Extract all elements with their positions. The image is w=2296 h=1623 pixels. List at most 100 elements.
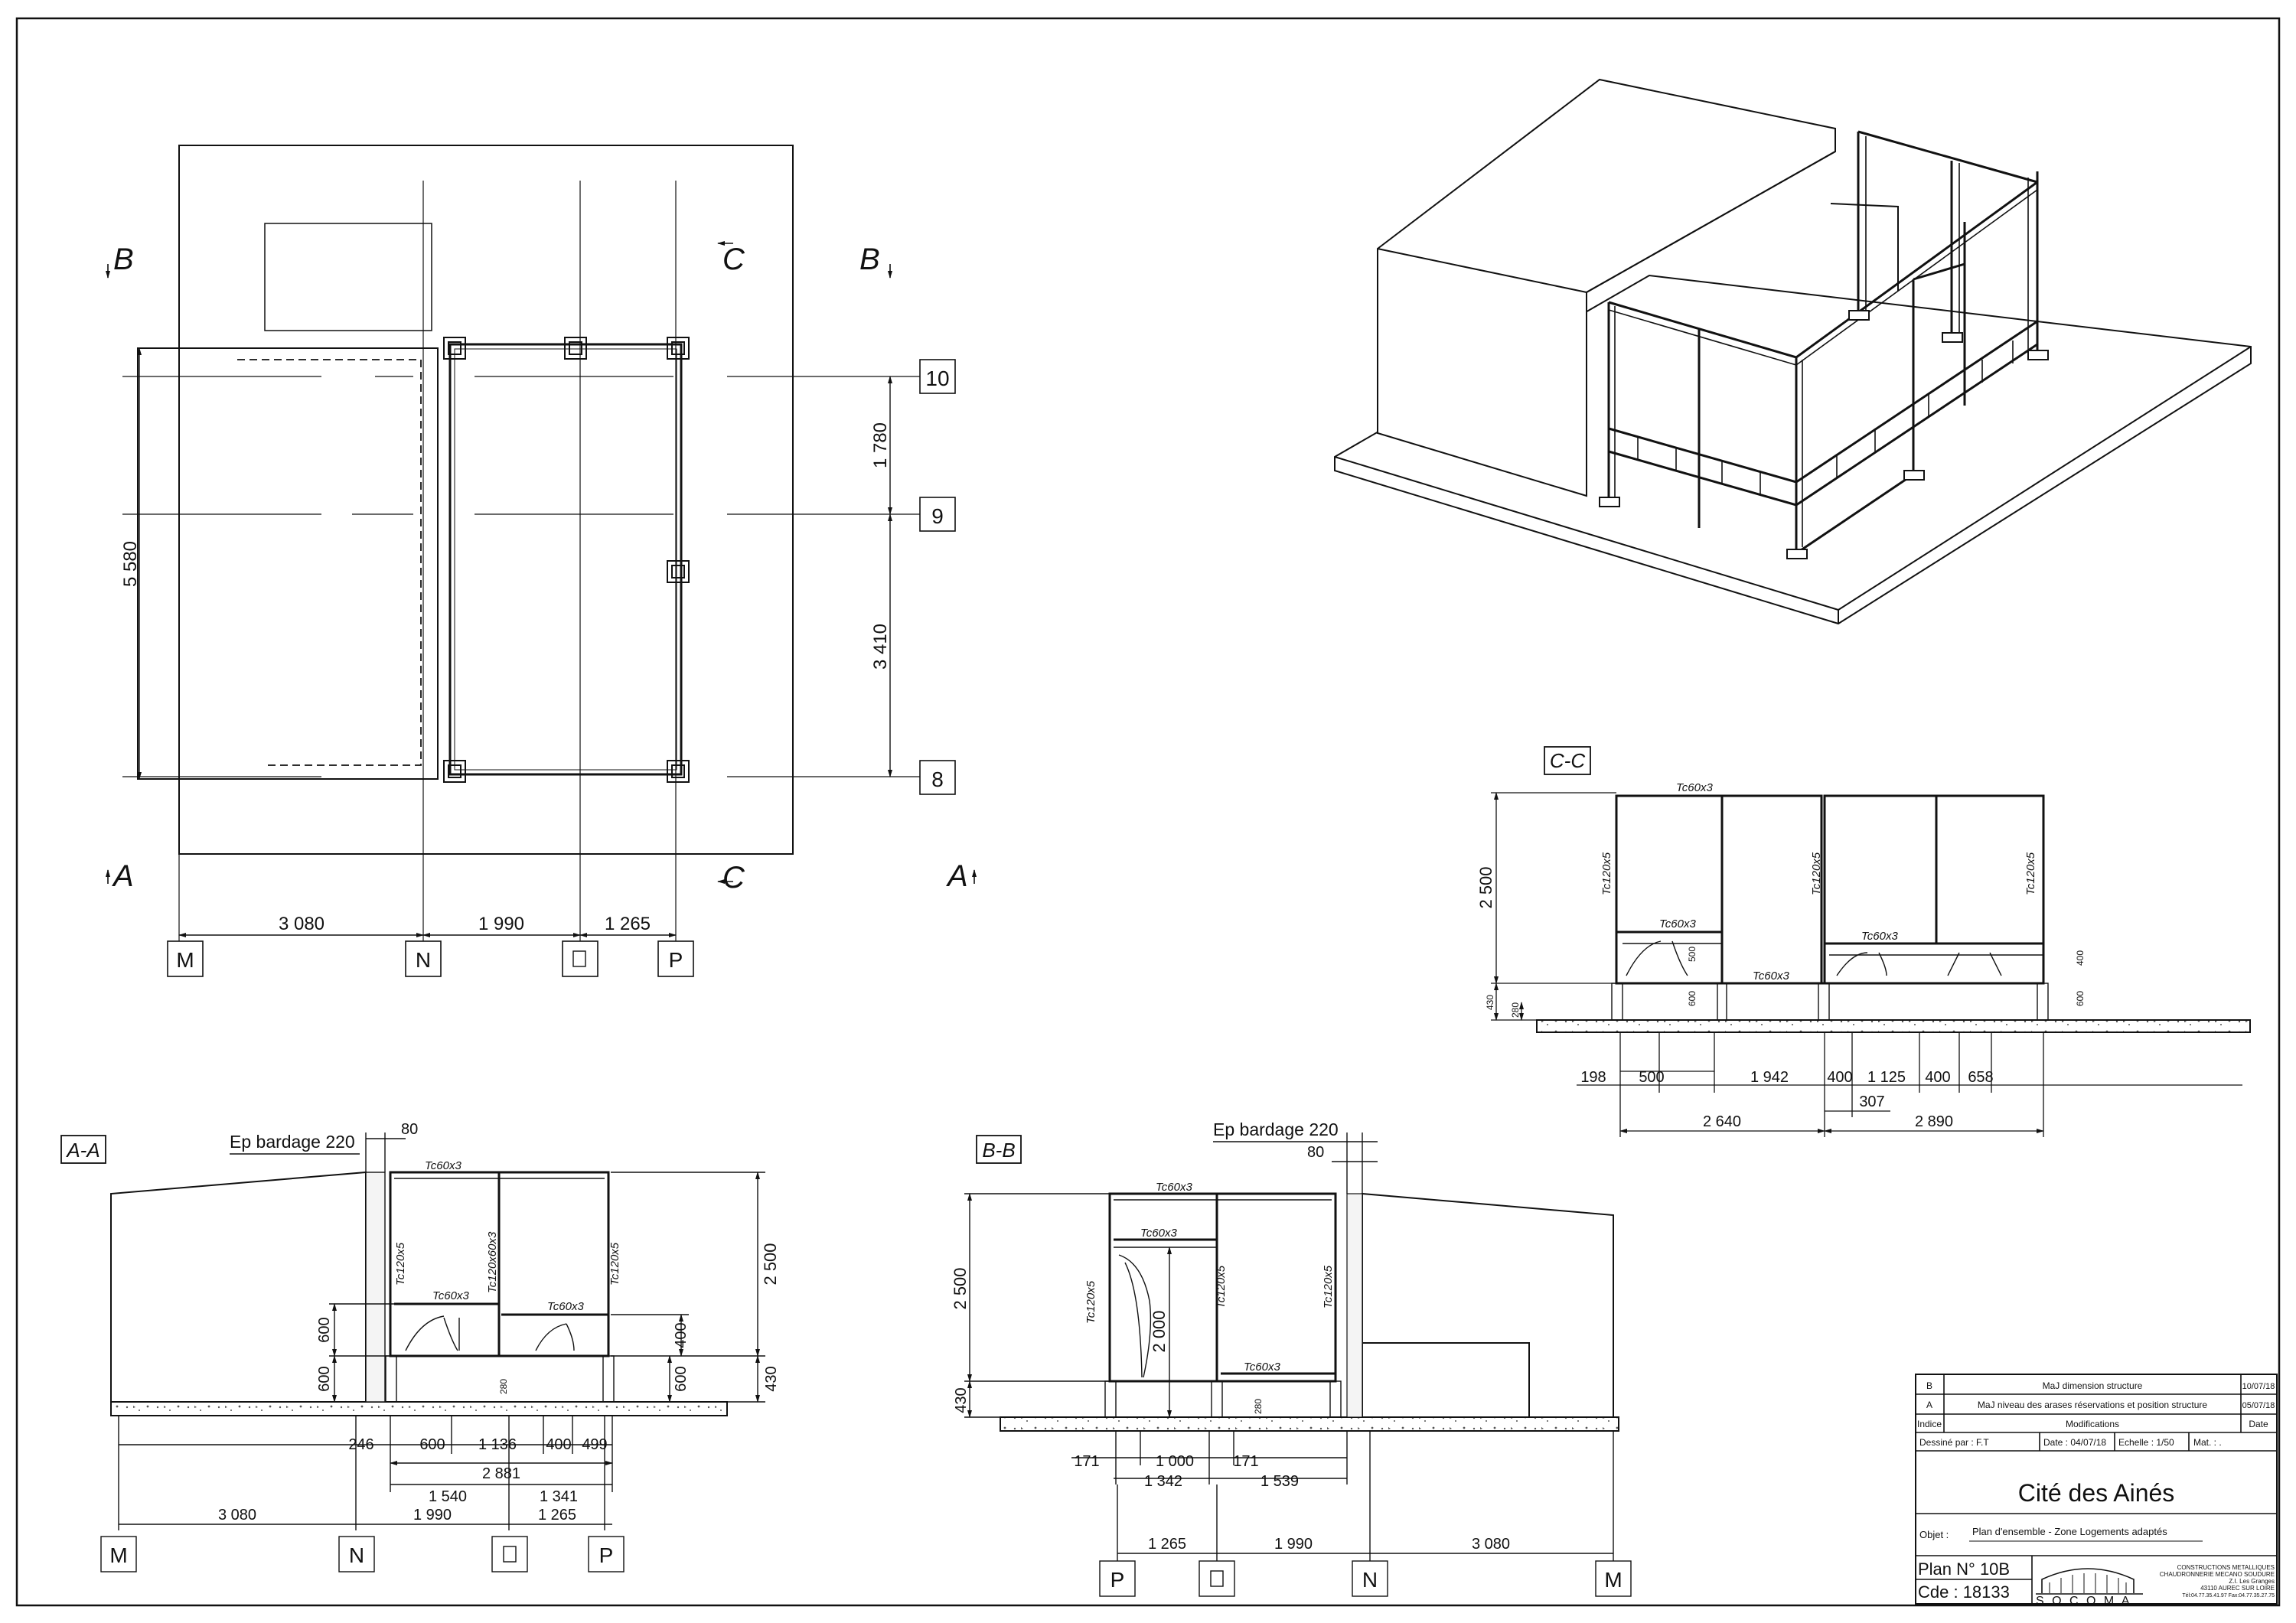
bb-top-beam-label: Tc60x3: [1156, 1181, 1192, 1194]
aa-col-mid-label: Tc120x60x3: [486, 1231, 499, 1293]
dim-9-8: 3 410: [870, 624, 891, 670]
aa-dim-600-r: 600: [673, 1366, 690, 1391]
cc-row2-2890: 2 890: [1915, 1113, 1953, 1130]
bb-dim-280: 280: [1253, 1399, 1264, 1414]
company-line-2: CHAUDRONNERIE MECANO SOUDURE: [2160, 1571, 2275, 1578]
section-marker-b-right: B: [859, 243, 880, 276]
title-block: [1915, 1374, 2278, 1605]
plan-slab: [178, 145, 794, 855]
plan-building: [137, 347, 439, 780]
company-line-1: CONSTRUCTIONS METALLIQUES: [2177, 1564, 2275, 1571]
aa-row1-600: 600: [419, 1436, 445, 1453]
aa-row1-246: 246: [348, 1436, 373, 1453]
bb-row3-1990: 1 990: [1274, 1536, 1313, 1553]
aa-row1-499: 499: [582, 1436, 607, 1453]
section-marker-c-bottom: C: [722, 861, 745, 895]
aa-beam-mid-left-label: Tc60x3: [432, 1289, 469, 1302]
cc-col-right-label: Tc120x5: [2024, 852, 2037, 895]
aa-grid-n: N: [349, 1543, 364, 1567]
aa-row4-1265: 1 265: [538, 1507, 576, 1524]
section-cc-labels: C-C Tc60x3 Tc120x5 Tc120x5 Tc120x5 Tc60x…: [1476, 749, 2086, 1130]
bb-inner-beam-label: Tc60x3: [1140, 1227, 1177, 1240]
cc-dim-500: 500: [1687, 947, 1698, 962]
drawing-scale: Echelle : 1/50: [2118, 1437, 2174, 1448]
aa-row3-1540: 1 540: [429, 1488, 467, 1505]
plan-labels: B C B A C A 10 9 8 M N P 5 580 1 780 3 4…: [112, 243, 968, 972]
aa-dim-80: 80: [401, 1121, 418, 1138]
section-bb-title: B-B: [982, 1139, 1015, 1162]
grid-row-9: 9: [931, 504, 944, 528]
company-name: S O C O M A: [2036, 1595, 2131, 1608]
aa-dim-600-l2: 600: [316, 1366, 333, 1391]
cc-dim-600-b: 600: [2075, 991, 2086, 1006]
plan-existing-block: [264, 223, 432, 331]
section-aa: [60, 1133, 765, 1572]
cc-row1-400b: 400: [1925, 1069, 1950, 1086]
aa-dim-430: 430: [763, 1366, 780, 1391]
cc-row1-658: 658: [1968, 1069, 1993, 1086]
section-bb: [964, 1133, 1632, 1597]
project-title: Cité des Ainés: [2018, 1479, 2175, 1507]
dim-m-n: 3 080: [279, 914, 325, 934]
cc-dim-600-a: 600: [1687, 991, 1698, 1006]
plan-steel-frame: [448, 343, 683, 776]
bb-grid-n: N: [1362, 1568, 1378, 1592]
bb-row1-171b: 171: [1233, 1453, 1258, 1470]
aa-top-beam-label: Tc60x3: [425, 1159, 461, 1172]
cc-dim-400: 400: [2075, 950, 2086, 966]
rev-a-index: A: [1926, 1400, 1932, 1410]
company-line-4: 43110 AUREC SUR LOIRE: [2200, 1585, 2275, 1592]
bb-grid-m: M: [1604, 1568, 1622, 1592]
dim-o-p: 1 265: [605, 914, 651, 934]
bb-row3-1265: 1 265: [1148, 1536, 1186, 1553]
aa-col-left-label: Tc120x5: [394, 1242, 407, 1286]
section-marker-c-top: C: [722, 243, 745, 276]
rev-b-index: B: [1926, 1380, 1932, 1391]
cc-col-left-label: Tc120x5: [1600, 852, 1613, 895]
aa-grid-m: M: [109, 1543, 127, 1567]
aa-cladding-label: Ep bardage 220: [230, 1132, 355, 1152]
socoma-logo: [2036, 1568, 2143, 1595]
bb-dim-2500: 2 500: [951, 1267, 970, 1309]
dim-10-9: 1 780: [870, 422, 891, 468]
rev-b-text: MaJ dimension structure: [2043, 1380, 2143, 1391]
aa-row4-1990: 1 990: [413, 1507, 452, 1524]
cc-row1-400a: 400: [1827, 1069, 1852, 1086]
aa-row1-400: 400: [546, 1436, 571, 1453]
cc-row1-1942: 1 942: [1750, 1069, 1789, 1086]
cc-height-dim: 2 500: [1476, 866, 1495, 908]
cc-dim-430: 430: [1485, 995, 1495, 1010]
aa-dim-2500: 2 500: [761, 1243, 780, 1285]
sheet-border: [15, 17, 2281, 1607]
section-aa-labels: A-A Ep bardage 220 80 Tc60x3 Tc120x5 Tc1…: [65, 1121, 780, 1567]
rev-b-date: 10/07/18: [2242, 1382, 2275, 1391]
bb-col-right-label: Tc120x5: [1322, 1265, 1335, 1309]
dim-n-o: 1 990: [478, 914, 524, 934]
aa-row1-1136: 1 136: [478, 1436, 517, 1453]
grid-col-p: P: [669, 948, 683, 972]
cc-dim-307: 307: [1859, 1093, 1884, 1110]
section-aa-title: A-A: [65, 1139, 99, 1162]
isometric-view: [1334, 78, 2252, 625]
grid-col-n: N: [416, 948, 431, 972]
bb-cladding-label: Ep bardage 220: [1213, 1119, 1339, 1139]
bb-row1-1000: 1 000: [1156, 1453, 1194, 1470]
bb-row2-1539: 1 539: [1261, 1473, 1299, 1490]
object-label: Objet :: [1919, 1529, 1949, 1540]
section-marker-a-right: A: [946, 859, 968, 893]
drawn-by: Dessiné par : F.T: [1919, 1437, 1989, 1448]
title-block-text: B MaJ dimension structure 10/07/18 A MaJ…: [1917, 1380, 2275, 1608]
object-text: Plan d'ensemble - Zone Logements adaptés: [1972, 1526, 2167, 1537]
aa-beam-mid-right-label: Tc60x3: [547, 1300, 584, 1313]
cc-row1-500: 500: [1639, 1069, 1664, 1086]
grid-row-10: 10: [925, 367, 949, 390]
aa-dim-280: 280: [498, 1379, 509, 1394]
cc-top-beam-label: Tc60x3: [1676, 781, 1713, 794]
bb-col-left-label: Tc120x5: [1084, 1280, 1097, 1324]
section-cc: [1491, 746, 2251, 1137]
section-marker-a-left: A: [112, 859, 134, 893]
drawing-material: Mat. : .: [2193, 1437, 2222, 1448]
rev-a-text: MaJ niveau des arases réservations et po…: [1978, 1400, 2207, 1410]
cc-dim-280: 280: [1510, 1002, 1521, 1018]
